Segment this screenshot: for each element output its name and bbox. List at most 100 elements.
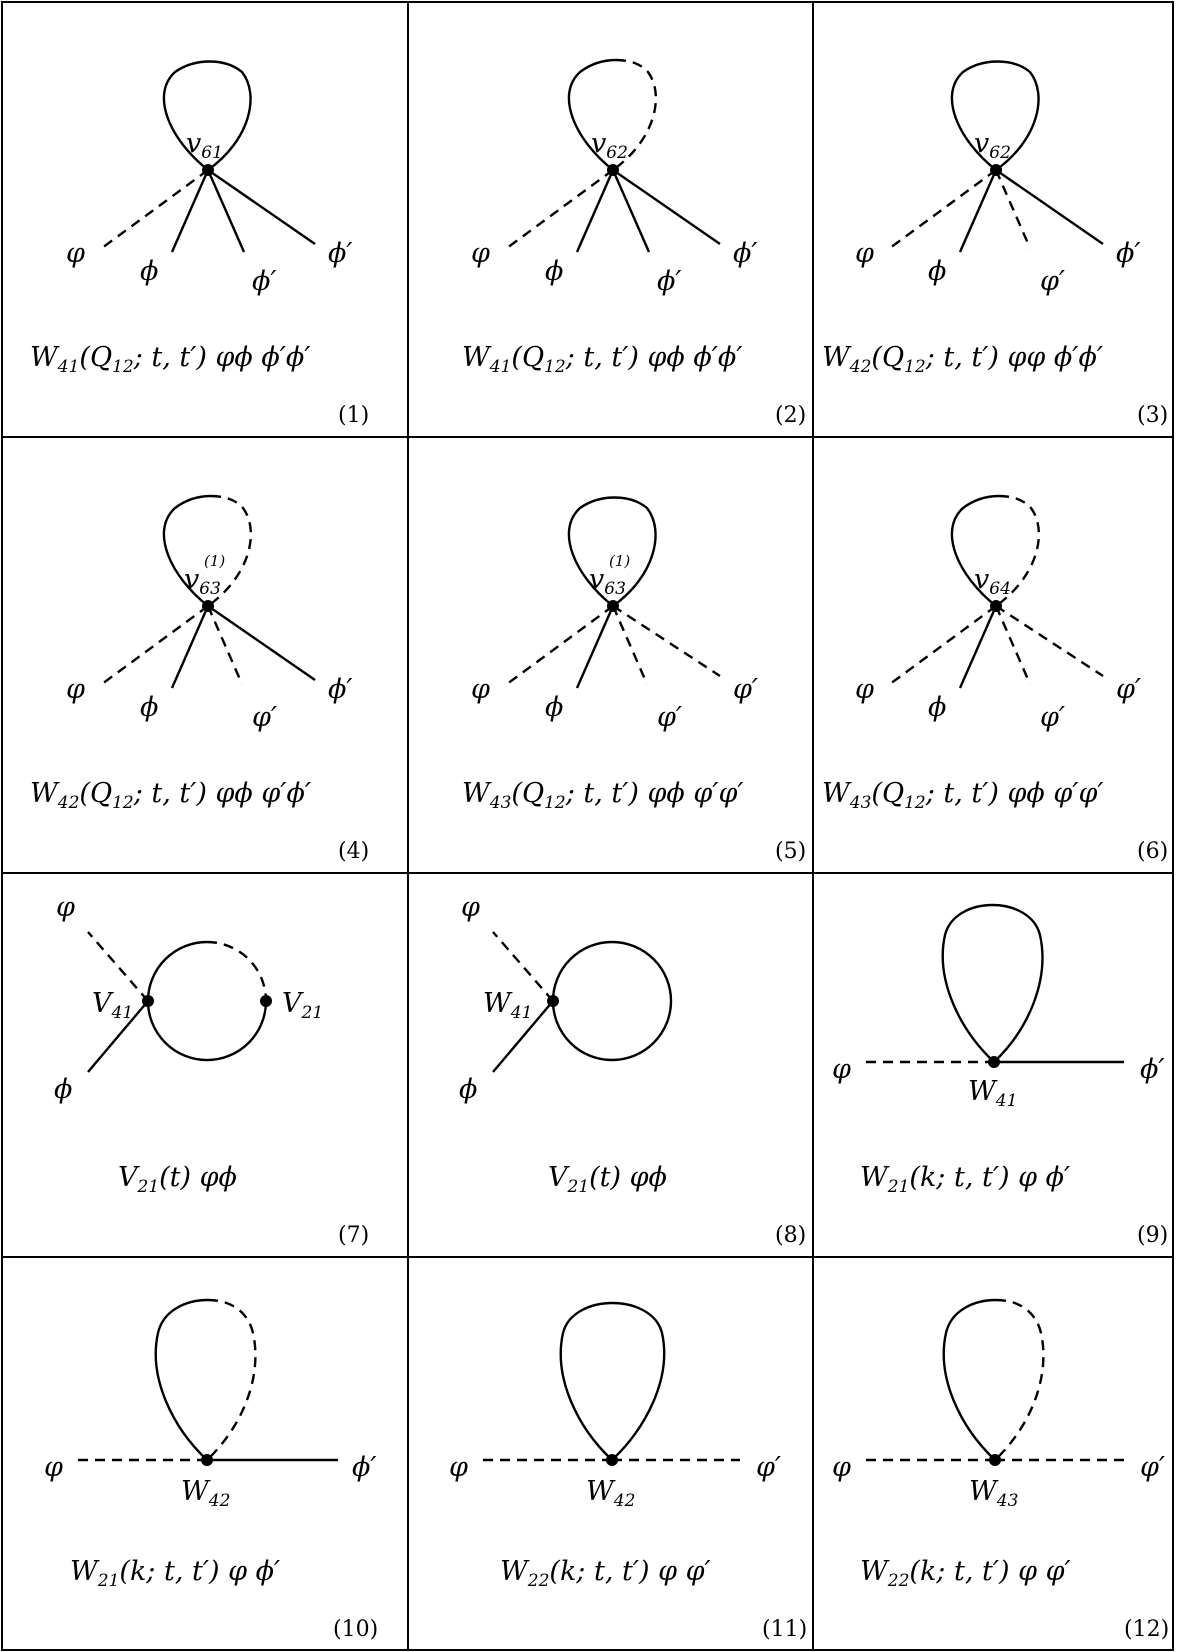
varphi-leg bbox=[170, 605, 210, 689]
phi-label: φ bbox=[66, 238, 85, 269]
caption: W21(k; t, t′) φ ϕ′ bbox=[860, 1162, 1070, 1197]
right-label: ϕ′ bbox=[352, 1452, 377, 1483]
panel-6: v64 φ ϕ φ′ φ′ W43(Q12; t, t′) φϕ φ′φ′ (6… bbox=[822, 494, 1168, 864]
panel-3: v62 φ ϕ φ′ ϕ′ W42(Q12; t, t′) φφ ϕ′ϕ′ (3… bbox=[822, 60, 1168, 428]
caption: W22(k; t, t′) φ φ′ bbox=[860, 1556, 1071, 1591]
vertex-dot bbox=[547, 995, 559, 1007]
vertex-label: W42 bbox=[586, 1476, 635, 1511]
vertex-label: W41 bbox=[968, 1076, 1017, 1111]
varphi-label: ϕ bbox=[54, 1074, 72, 1105]
phi-label: φ bbox=[471, 238, 490, 269]
loop bbox=[950, 60, 1040, 171]
phi-leg bbox=[506, 169, 614, 249]
varphi-leg bbox=[958, 169, 998, 253]
loop-dashed-arc bbox=[206, 1298, 257, 1461]
third-leg bbox=[611, 605, 649, 685]
loop bbox=[559, 1301, 666, 1461]
varphi-leg bbox=[87, 1000, 149, 1073]
vertex-label-superscript: (1) bbox=[204, 552, 225, 570]
phi-leg bbox=[101, 605, 209, 685]
phi-label: φ bbox=[461, 892, 480, 923]
fourth-leg bbox=[612, 604, 721, 678]
phi-leg bbox=[506, 605, 614, 685]
right-vertex-label: V21 bbox=[282, 988, 323, 1023]
vertex-label: v62 bbox=[591, 128, 628, 163]
left-label: φ bbox=[449, 1452, 468, 1483]
fourth-leg bbox=[207, 169, 316, 245]
phi-label: φ bbox=[66, 674, 85, 705]
third-label: ϕ′ bbox=[252, 266, 277, 297]
panel-number: (11) bbox=[762, 1617, 807, 1642]
varphi-leg bbox=[958, 605, 998, 689]
third-label: φ′ bbox=[1040, 702, 1065, 733]
phi-label: φ bbox=[471, 674, 490, 705]
panel-10: φ ϕ′ W42 W21(k; t, t′) φ ϕ′ (10) bbox=[44, 1298, 378, 1642]
panel-number: (12) bbox=[1124, 1617, 1169, 1642]
loop bbox=[162, 60, 252, 171]
fourth-label: φ′ bbox=[733, 674, 758, 705]
caption: W42(Q12; t, t′) φϕ φ′ϕ′ bbox=[30, 778, 311, 813]
third-leg bbox=[206, 605, 244, 685]
fourth-leg bbox=[995, 604, 1104, 678]
loop-solid-arc bbox=[942, 1298, 997, 1461]
phi-leg bbox=[889, 605, 997, 685]
third-leg bbox=[994, 605, 1032, 685]
panel-number: (10) bbox=[333, 1617, 378, 1642]
vertex-dot bbox=[607, 600, 619, 612]
loop-circle bbox=[551, 940, 673, 1062]
panel-9: φ ϕ′ W41 W21(k; t, t′) φ ϕ′ (9) bbox=[832, 903, 1168, 1248]
fourth-leg bbox=[612, 169, 721, 245]
loop-dashed-arc bbox=[612, 58, 658, 171]
caption: V21(t) φϕ bbox=[118, 1162, 237, 1197]
left-vertex-label: V41 bbox=[92, 988, 133, 1023]
third-leg bbox=[994, 169, 1032, 249]
third-leg bbox=[611, 169, 651, 253]
vertex-dot bbox=[201, 1454, 213, 1466]
right-label: φ′ bbox=[1140, 1452, 1165, 1483]
vertex-dot bbox=[990, 600, 1002, 612]
circle-solid-arc bbox=[146, 940, 268, 1062]
panel-4: v63 (1) φ ϕ φ′ ϕ′ W42(Q12; t, t′) φϕ φ′ϕ… bbox=[30, 494, 369, 864]
loop-dashed-arc bbox=[994, 1298, 1045, 1461]
varphi-label: ϕ bbox=[545, 692, 563, 723]
third-leg bbox=[206, 169, 246, 253]
phi-label: φ bbox=[855, 674, 874, 705]
phi-leg bbox=[889, 169, 997, 249]
panel-12: φ φ′ W43 W22(k; t, t′) φ φ′ (12) bbox=[832, 1298, 1169, 1642]
left-vertex-dot bbox=[142, 995, 154, 1007]
third-label: φ′ bbox=[657, 702, 682, 733]
vertex-label: W42 bbox=[181, 1476, 230, 1511]
varphi-leg bbox=[575, 169, 615, 253]
loop bbox=[941, 903, 1044, 1063]
caption: W22(k; t, t′) φ φ′ bbox=[500, 1556, 711, 1591]
fourth-label: ϕ′ bbox=[328, 674, 353, 705]
panel-number: (5) bbox=[775, 839, 806, 864]
panel-number: (3) bbox=[1137, 403, 1168, 428]
varphi-label: ϕ bbox=[459, 1074, 477, 1105]
panel-number: (1) bbox=[338, 403, 369, 428]
loop-solid-arc bbox=[154, 1298, 209, 1461]
vertex-label: W41 bbox=[483, 988, 532, 1023]
panel-2: v62 φ ϕ ϕ′ ϕ′ W41(Q12; t, t′) φϕ ϕ′ϕ′ (2… bbox=[462, 58, 806, 428]
varphi-label: ϕ bbox=[928, 692, 946, 723]
loop-dashed-arc bbox=[995, 494, 1041, 607]
panel-number: (4) bbox=[338, 839, 369, 864]
left-label: φ bbox=[44, 1452, 63, 1483]
caption: V21(t) φϕ bbox=[548, 1162, 667, 1197]
right-vertex-dot bbox=[260, 995, 272, 1007]
loop-solid-arc bbox=[567, 58, 617, 171]
varphi-leg bbox=[170, 169, 210, 253]
right-label: ϕ′ bbox=[1140, 1054, 1165, 1085]
vertex-dot bbox=[606, 1454, 618, 1466]
panel-number: (9) bbox=[1137, 1223, 1168, 1248]
third-label: ϕ′ bbox=[657, 266, 682, 297]
vertex-label: W43 bbox=[969, 1476, 1018, 1511]
loop-solid-arc bbox=[162, 494, 212, 607]
left-label: φ bbox=[832, 1452, 851, 1483]
phi-leg bbox=[87, 931, 149, 1002]
vertex-label: v62 bbox=[974, 128, 1011, 163]
fourth-label: ϕ′ bbox=[328, 238, 353, 269]
caption: W43(Q12; t, t′) φϕ φ′φ′ bbox=[462, 778, 743, 813]
caption: W42(Q12; t, t′) φφ ϕ′ϕ′ bbox=[822, 342, 1103, 377]
